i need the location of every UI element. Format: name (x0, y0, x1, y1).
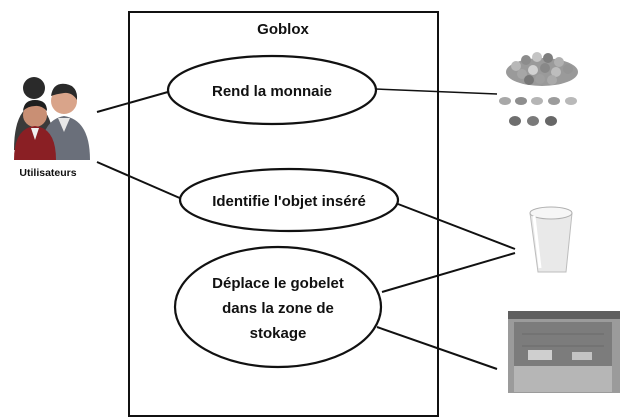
association-identifie-cup (397, 203, 516, 250)
use-case-label: Déplace le gobelet (212, 275, 344, 292)
association-deplace-cup (381, 252, 516, 293)
cup-icon (529, 206, 573, 273)
storage-box-icon (508, 311, 620, 393)
association-users-identifie (96, 161, 183, 200)
actor-storage (508, 311, 620, 393)
use-case-rend-la-monnaie: Rend la monnaie (166, 54, 378, 126)
users-icon (14, 77, 90, 160)
actor-label: Utilisateurs (19, 167, 76, 179)
use-case-ellipse (178, 167, 400, 233)
system-title: Goblox (257, 21, 309, 38)
coins-icon (499, 52, 578, 126)
association-monnaie-coins (374, 88, 498, 95)
actor-cup (529, 206, 573, 273)
use-case-label: stokage (250, 325, 307, 342)
actor-coins (499, 52, 578, 126)
use-case-identifie-objet: Identifie l'objet inséré (178, 167, 400, 233)
use-case-deplace-gobelet: Déplace le gobelet dans la zone de stoka… (173, 245, 383, 369)
use-case-ellipse (166, 54, 378, 126)
use-case-label: Identifie l'objet inséré (212, 193, 366, 210)
actor-utilisateurs: Utilisateurs (14, 77, 90, 179)
system-boundary (128, 11, 439, 417)
use-case-label: dans la zone de (222, 300, 334, 317)
use-case-ellipse (173, 245, 383, 369)
use-case-label: Rend la monnaie (212, 83, 332, 100)
association-deplace-storage (376, 326, 498, 370)
association-users-monnaie (96, 89, 176, 113)
